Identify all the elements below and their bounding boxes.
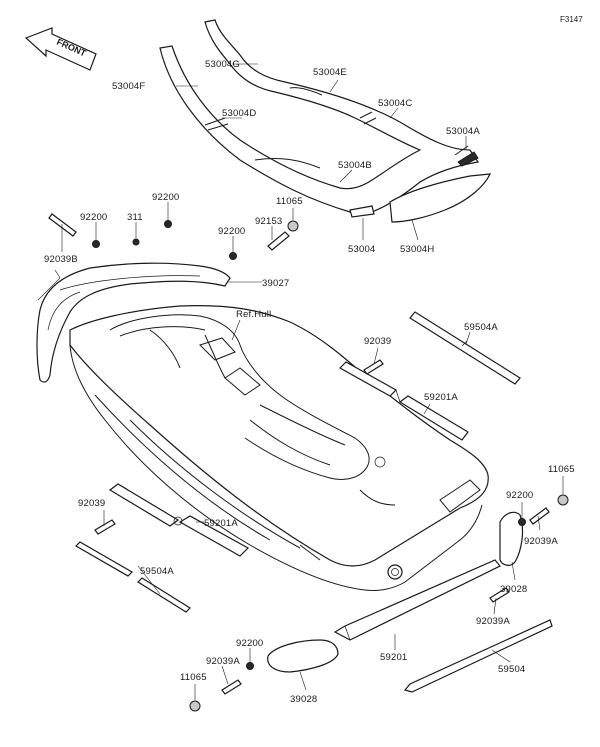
part-label: 92039	[364, 336, 391, 347]
mat-59504a-left	[75, 541, 191, 613]
part-label: 53004D	[222, 108, 256, 119]
part-label: 53004	[348, 244, 375, 255]
part-label: 53004F	[112, 81, 145, 92]
part-label: 53004E	[313, 67, 347, 78]
part-label: 92200	[80, 212, 107, 223]
part-label: 53004H	[400, 244, 434, 255]
seat-mat-assembly	[159, 19, 491, 223]
leader-lines	[61, 63, 564, 700]
mat-59201a-right	[339, 361, 469, 441]
part-label: 11065	[548, 464, 575, 475]
pad-39028-right	[499, 511, 524, 566]
hull-body	[69, 305, 489, 591]
part-label: 59504	[498, 664, 525, 675]
part-label: 92200	[506, 490, 533, 501]
front-guard-39027	[36, 262, 231, 383]
part-label: 92153	[255, 216, 282, 227]
part-label: 92200	[152, 192, 179, 203]
mat-59201-bottom	[333, 559, 501, 641]
part-label: 59201	[380, 652, 407, 663]
part-label: 92200	[236, 638, 263, 649]
part-label: 39027	[262, 278, 289, 289]
part-label: 59201A	[204, 518, 238, 529]
part-label: 39028	[500, 584, 527, 595]
part-label: 59504A	[140, 566, 174, 577]
part-label: 92039	[78, 498, 105, 509]
part-label: 53004C	[378, 98, 412, 109]
part-label: 92039A	[476, 616, 510, 627]
part-label: 92039A	[206, 656, 240, 667]
part-label: 53004B	[338, 160, 372, 171]
part-number-labels: 53004G 53004E 53004F 53004C 53004D 53004…	[44, 59, 575, 705]
part-label: 311	[127, 212, 143, 223]
fasteners	[48, 213, 569, 712]
mat-59201a-left	[108, 483, 249, 557]
mat-59504a-right	[409, 311, 521, 385]
part-label: 92200	[218, 226, 245, 237]
part-label: Ref.Hull	[236, 309, 271, 320]
part-label: 11065	[276, 196, 303, 207]
part-label: 59201A	[424, 392, 458, 403]
part-label: 53004A	[446, 126, 480, 137]
part-label: 92039A	[524, 536, 558, 547]
figure-code: F3147	[560, 15, 583, 24]
part-label: 39028	[290, 694, 317, 705]
pad-39028-bottom	[267, 639, 339, 673]
part-label: 53004G	[205, 59, 240, 70]
part-label: 92039B	[44, 254, 78, 265]
mat-59504-bottom	[403, 619, 553, 693]
part-label: 59504A	[464, 322, 498, 333]
part-label: 11065	[180, 672, 207, 683]
front-arrow-icon: FRONT	[24, 27, 97, 71]
